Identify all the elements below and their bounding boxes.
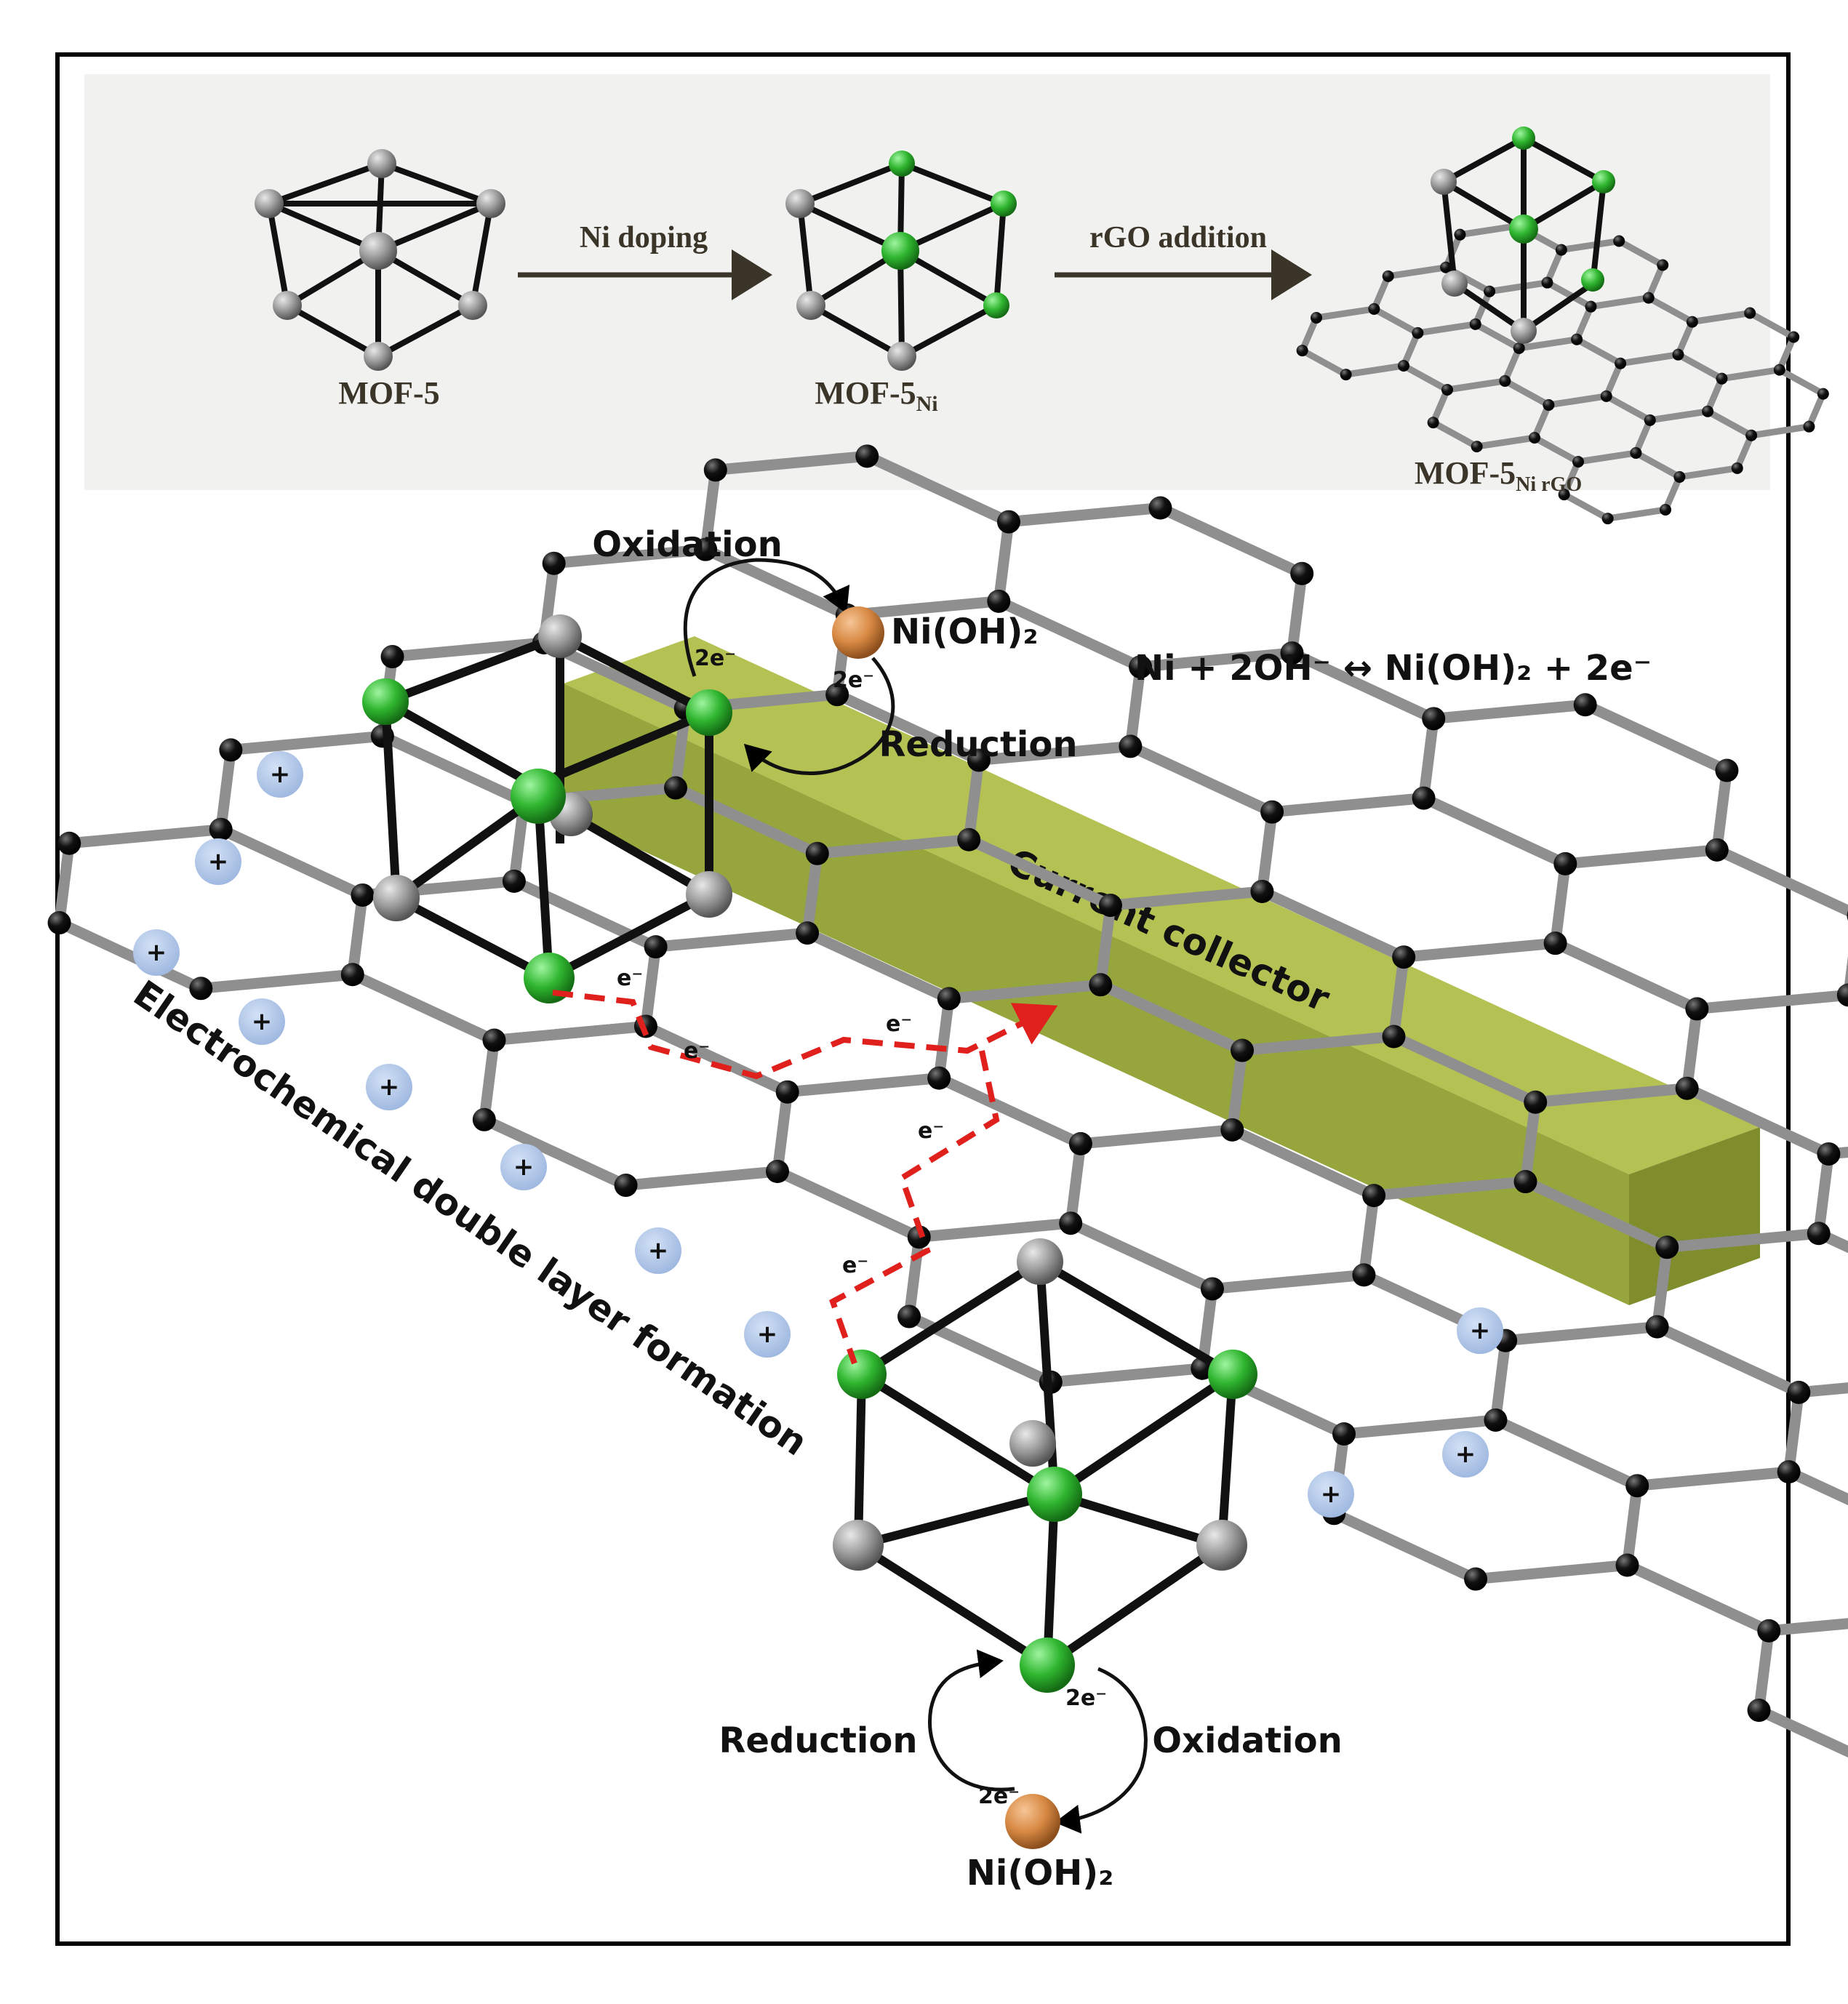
mof5-label: MOF-5 [338, 375, 439, 411]
cation-ion [635, 1227, 681, 1274]
electron-transfer-path [552, 990, 1058, 1365]
rgo-graphene-sheet [47, 444, 1848, 1758]
electron-label: e⁻ [617, 966, 643, 991]
cation-ion-sign: + [1321, 1480, 1342, 1509]
mof5-ni-rgo-label: MOF-5Ni rGO [1415, 455, 1582, 496]
cation-ion [1308, 1471, 1354, 1518]
lower-redox-cycle [928, 1649, 1148, 1849]
cation-ion [1442, 1431, 1489, 1478]
cation-ion [257, 751, 303, 798]
nioh2-particle-upper [832, 606, 884, 659]
mof-cube-upper [362, 614, 732, 1003]
cation-ion-sign: + [1470, 1316, 1491, 1345]
mof-cube-lower [833, 1238, 1257, 1693]
cation-ion-sign: + [513, 1153, 535, 1182]
nioh2-particle-lower [1005, 1794, 1060, 1849]
mof5-cube [255, 149, 505, 371]
cation-ion [239, 998, 285, 1045]
cation-ion-sign: + [146, 938, 167, 967]
cation-ion [195, 838, 241, 885]
cation-ion-sign: + [1455, 1440, 1476, 1469]
electron-label: e⁻ [886, 1011, 912, 1037]
lower-oxidation-label: Oxidation [1152, 1720, 1343, 1761]
cation-ion [744, 1311, 791, 1358]
electrolyte-ions: + + + + + + + + + + + [133, 751, 1503, 1518]
upper-product-label: Ni(OH)₂ [891, 612, 1039, 652]
lower-reduction-label: Reduction [719, 1720, 917, 1761]
rgo-addition-label: rGO addition [1089, 221, 1267, 254]
electron-labels: e⁻ e⁻ e⁻ e⁻ e⁻ [617, 966, 944, 1278]
cation-ion-sign: + [252, 1007, 273, 1036]
cation-ion-sign: + [379, 1073, 400, 1102]
upper-oxidation-label: Oxidation [592, 524, 783, 565]
cation-ion [500, 1144, 547, 1190]
cation-ion [366, 1064, 412, 1110]
electron-label: e⁻ [684, 1038, 710, 1064]
cation-ion [133, 929, 180, 976]
cation-ion-sign: + [648, 1236, 669, 1265]
redox-equation: Ni + 2OH⁻ ↔ Ni(OH)₂ + 2e⁻ [1135, 648, 1652, 689]
upper-redox-cycle [683, 558, 895, 776]
lower-electrons-top: 2e⁻ [1065, 1686, 1107, 1711]
cation-ion-sign: + [270, 760, 291, 789]
upper-reduction-label: Reduction [879, 724, 1077, 765]
edl-label: Electrochemical double layer formation [126, 972, 815, 1464]
cation-ion-sign: + [757, 1320, 778, 1349]
upper-electrons-left: 2e⁻ [695, 646, 736, 671]
lower-electrons-bottom: 2e⁻ [978, 1784, 1020, 1809]
electron-label: e⁻ [842, 1253, 868, 1278]
cation-ion [1457, 1307, 1503, 1354]
mof5-ni-label: MOF-5Ni [815, 375, 937, 416]
lower-product-label: Ni(OH)₂ [967, 1853, 1114, 1893]
mof5-ni-cube [785, 151, 1017, 371]
top-panel-background [84, 74, 1770, 490]
upper-electrons-right: 2e⁻ [833, 668, 874, 693]
cation-ion-sign: + [208, 847, 229, 876]
electron-label: e⁻ [918, 1118, 944, 1144]
ni-doping-label: Ni doping [580, 221, 708, 254]
mof5-ni-rgo-structure [1296, 127, 1829, 525]
